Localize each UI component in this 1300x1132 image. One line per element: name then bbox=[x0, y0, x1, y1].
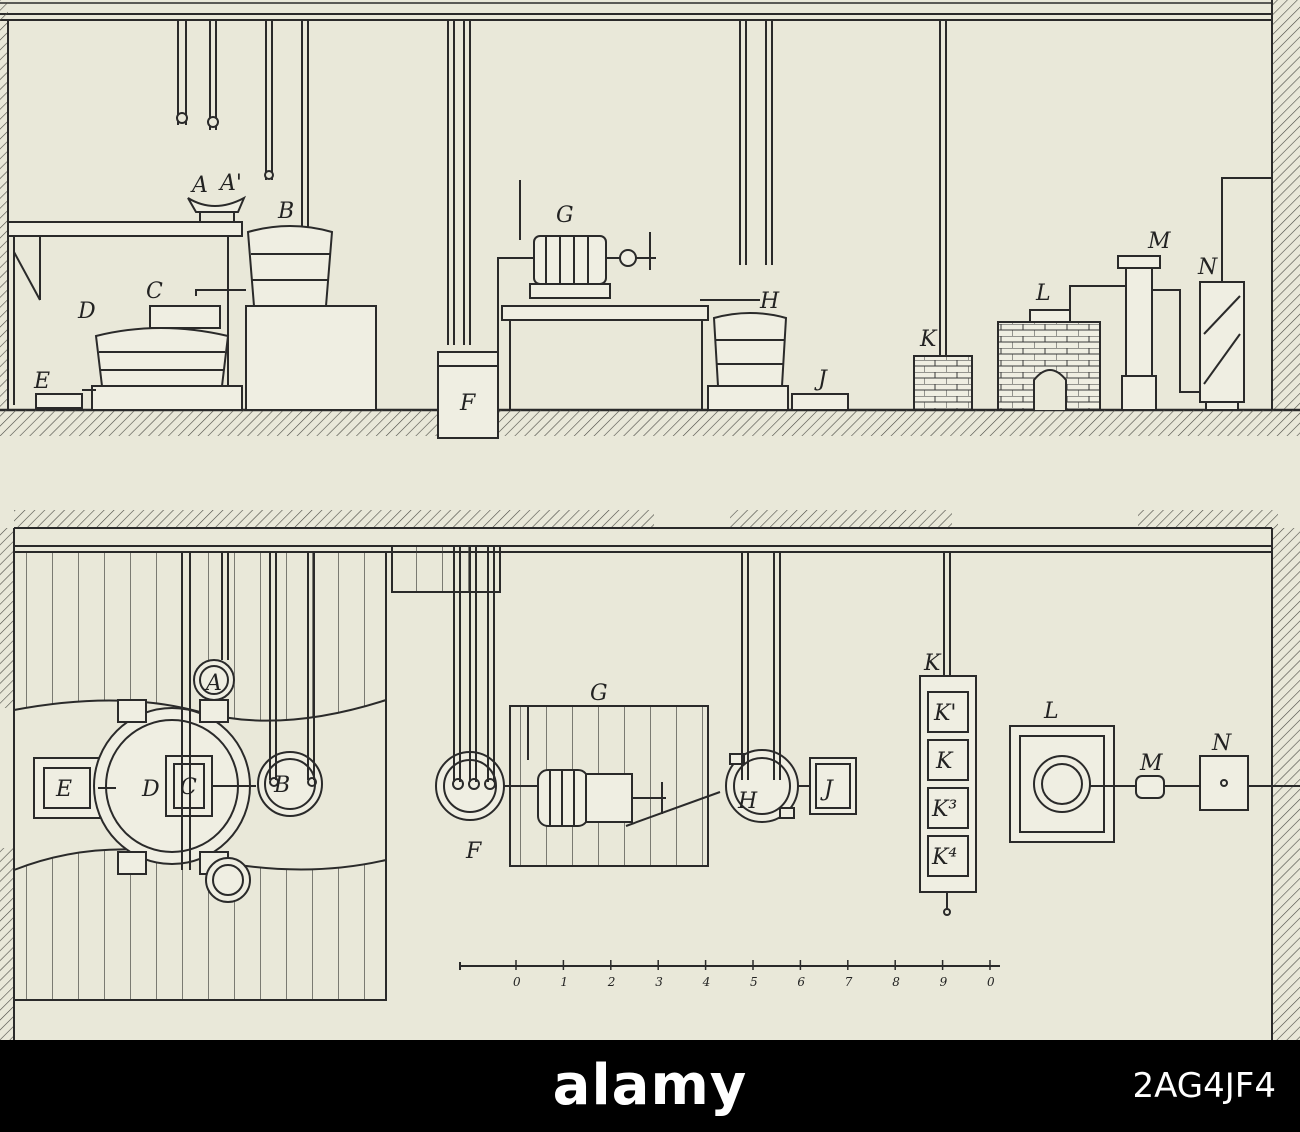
scale-tick-label: 0 bbox=[513, 975, 521, 989]
plan-label-K2: K bbox=[935, 749, 954, 774]
apparatus-drawing: A A' B C D E F G H J K L M N bbox=[0, 0, 1300, 1040]
plan-label-M: M bbox=[1139, 751, 1163, 776]
plan-label-L: L bbox=[1043, 699, 1059, 724]
scale-tick-label: 5 bbox=[750, 975, 758, 989]
plan-label-B: B bbox=[273, 773, 290, 798]
elevation-label-E: E bbox=[33, 369, 50, 394]
scale-tick-label: 0 bbox=[987, 975, 995, 989]
brand-logo: alamy bbox=[552, 1053, 748, 1118]
elevation-label-C: C bbox=[146, 279, 163, 304]
scale-tick-label: 6 bbox=[797, 975, 805, 989]
scale-tick-label: 4 bbox=[702, 975, 711, 989]
plan-label-H: H bbox=[737, 789, 758, 814]
scale-tick-label: 9 bbox=[940, 975, 948, 989]
elevation-label-J: J bbox=[814, 367, 828, 392]
elevation-labels: A A' B C D E F G H J K L M N bbox=[33, 171, 1218, 416]
plan-label-F: F bbox=[465, 839, 482, 864]
elevation-label-N: N bbox=[1197, 255, 1218, 280]
scale-tick-label: 8 bbox=[892, 975, 900, 989]
plan-label-E: E bbox=[55, 777, 72, 802]
elevation-label-A-prime: A' bbox=[218, 171, 242, 196]
elevation-label-F: F bbox=[459, 391, 476, 416]
elevation-label-K: K bbox=[919, 327, 938, 352]
scale-tick-label: 3 bbox=[655, 975, 663, 989]
plan-label-K-prime: K' bbox=[933, 701, 956, 726]
image-id: 2AG4JF4 bbox=[1132, 1066, 1277, 1106]
elevation-view bbox=[0, 0, 1300, 439]
scale-tick-label: 1 bbox=[560, 975, 568, 989]
plan-label-N: N bbox=[1211, 731, 1232, 756]
elevation-label-D: D bbox=[77, 299, 96, 324]
elevation-label-A: A bbox=[190, 173, 208, 198]
plan-label-K4: K⁴ bbox=[931, 845, 957, 870]
elevation-label-L: L bbox=[1035, 281, 1051, 306]
plan-label-C: C bbox=[180, 775, 197, 800]
elevation-label-M: M bbox=[1147, 229, 1171, 254]
footer-bar: alamy 2AG4JF4 bbox=[0, 1040, 1300, 1132]
elevation-label-B: B bbox=[277, 199, 294, 224]
scale-bar: 0 1 2 3 4 5 6 7 8 9 0 bbox=[513, 960, 995, 989]
plan-label-J: J bbox=[820, 777, 834, 802]
engraving-plate: A A' B C D E F G H J K L M N bbox=[0, 0, 1300, 1040]
plan-label-D: D bbox=[141, 777, 160, 802]
scale-tick-label: 2 bbox=[607, 975, 616, 989]
plan-label-K: K bbox=[923, 651, 942, 676]
plan-view bbox=[0, 510, 1300, 1040]
plan-labels: A B C D E F G H J K K' K K³ K⁴ L M N bbox=[55, 651, 1232, 870]
plan-label-K3: K³ bbox=[931, 797, 957, 822]
plan-label-G: G bbox=[590, 681, 608, 706]
scale-tick-label: 7 bbox=[845, 975, 853, 989]
plan-label-A: A bbox=[204, 671, 222, 696]
elevation-label-G: G bbox=[556, 203, 574, 228]
elevation-label-H: H bbox=[759, 289, 780, 314]
